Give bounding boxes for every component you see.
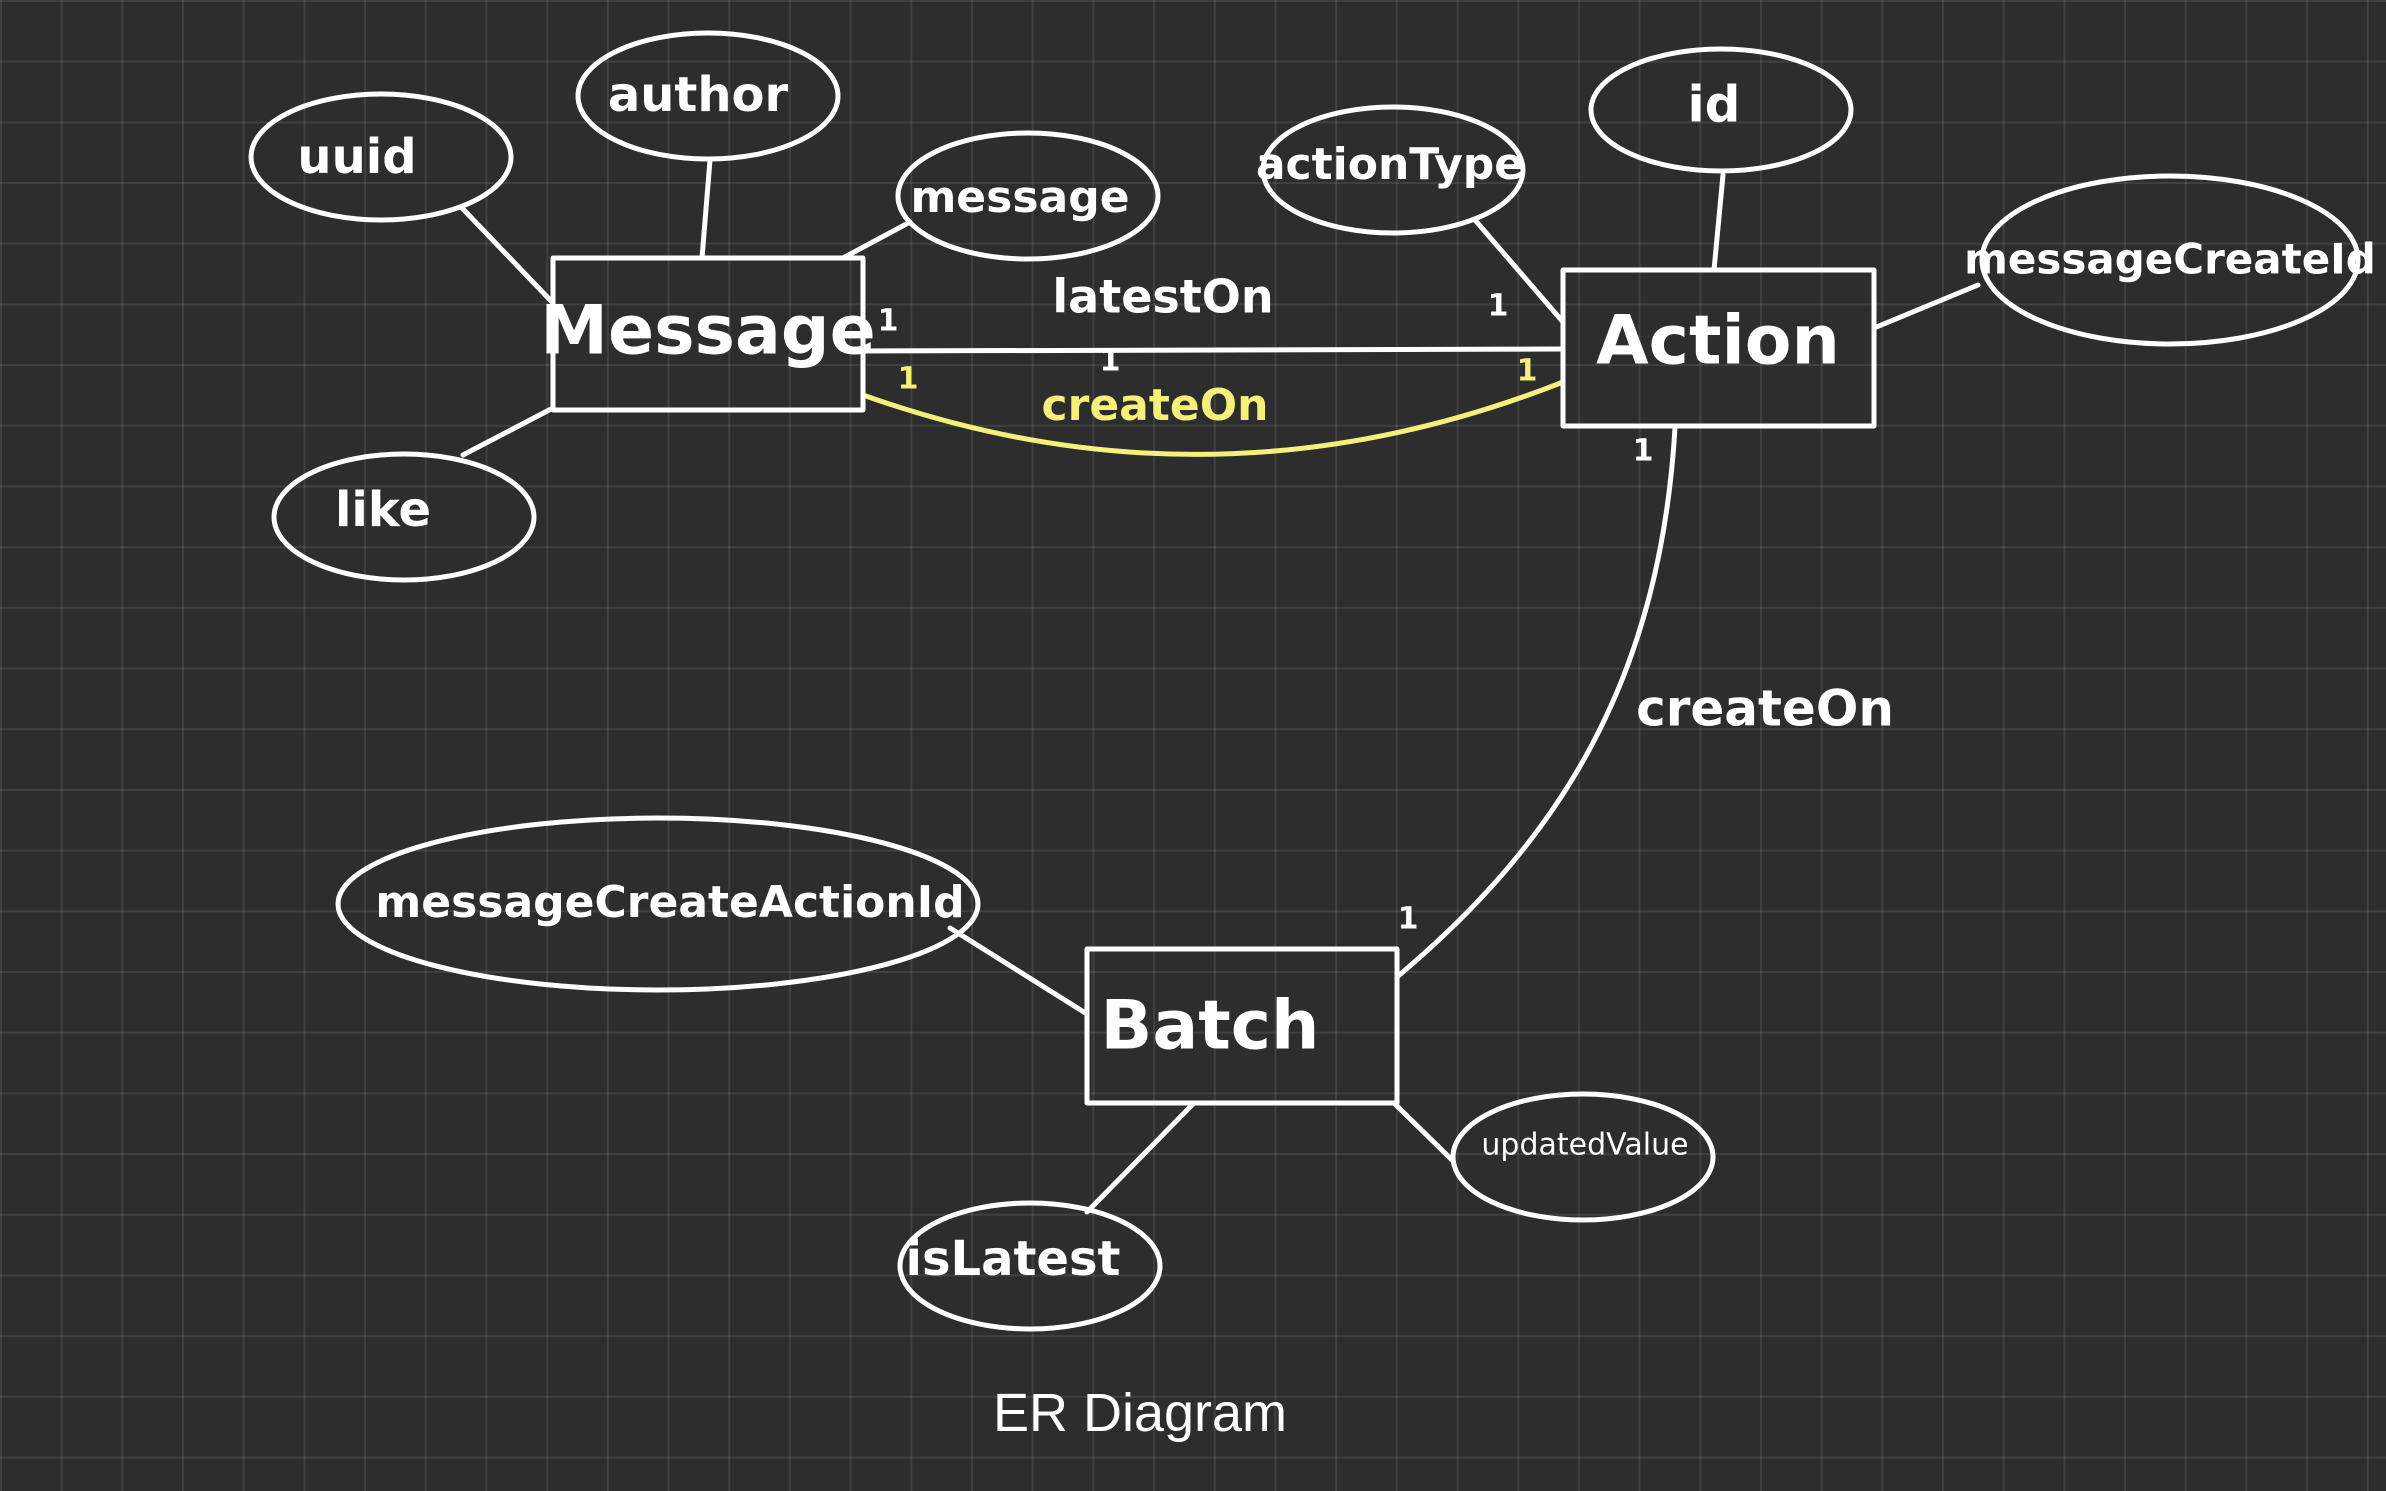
like-attribute-ellipse	[271, 451, 537, 583]
create-on-action-batch-relationship-line	[1394, 425, 1678, 980]
id-attribute-label: id	[1688, 76, 1741, 134]
updatedvalue-attribute-ellipse	[1450, 1091, 1716, 1223]
messagecreateactionid-attribute-ellipse	[335, 815, 981, 993]
diagram-caption: ER Diagram	[992, 1383, 1288, 1443]
batch-entity-box	[1084, 946, 1400, 1106]
actiontype-attribute-ellipse	[1260, 104, 1526, 236]
like-connector	[460, 405, 556, 458]
uuid-connector	[459, 205, 556, 306]
cardinality-mark-latest-mid: 1	[1100, 344, 1121, 379]
actiontype-attribute-label: actionType	[1256, 139, 1524, 190]
islatest-attribute-label: isLatest	[905, 1231, 1120, 1287]
islatest-attribute-ellipse	[897, 1200, 1163, 1332]
create-on-highlight-relationship-label: createOn	[1042, 380, 1269, 431]
message-attribute-label: message	[910, 172, 1129, 223]
uuid-attribute-ellipse	[248, 91, 514, 223]
message-attr-connector	[840, 219, 913, 261]
updatedvalue-connector	[1392, 1101, 1455, 1163]
islatest-connector	[1084, 1101, 1196, 1215]
batch-entity-label: Batch	[1101, 987, 1320, 1066]
id-connector	[1711, 172, 1726, 273]
like-attribute-label: like	[335, 482, 431, 538]
action-entity-box	[1560, 267, 1877, 429]
cardinality-mark-action-batch: 1	[1633, 434, 1654, 469]
messagecreateid-attribute-ellipse	[1979, 173, 2361, 347]
create-on-highlight-relationship-line	[860, 379, 1566, 457]
actiontype-connector	[1472, 217, 1566, 325]
messagecreateid-connector	[1871, 282, 1981, 331]
message-entity-box	[550, 255, 866, 413]
uuid-attribute-label: uuid	[297, 129, 416, 185]
messagecreateactionid-attribute-label: messageCreateActionId	[375, 877, 964, 928]
cardinality-mark-message-latest: 1	[878, 304, 899, 339]
create-on-action-batch-relationship-label: createOn	[1636, 680, 1894, 738]
message-entity-label: Message	[540, 292, 875, 371]
author-attribute-label: author	[608, 67, 789, 123]
author-connector	[699, 157, 713, 261]
messagecreateactionid-connector	[947, 925, 1090, 1017]
cardinality-mark-action-create: 1	[1517, 354, 1538, 389]
cardinality-mark-batch-action: 1	[1398, 902, 1419, 937]
message-attribute-ellipse	[895, 130, 1161, 262]
author-attribute-ellipse	[575, 30, 841, 162]
id-attribute-ellipse	[1588, 46, 1854, 174]
latest-on-relationship-line	[860, 346, 1566, 354]
cardinality-mark-action-latest: 1	[1488, 289, 1509, 324]
cardinality-mark-message-create: 1	[898, 362, 919, 397]
action-entity-label: Action	[1596, 302, 1840, 381]
latest-on-relationship-label: latestOn	[1052, 270, 1273, 324]
messagecreateid-attribute-label: messageCreateId	[1964, 235, 2376, 284]
updatedvalue-attribute-label: updatedValue	[1481, 1128, 1688, 1163]
